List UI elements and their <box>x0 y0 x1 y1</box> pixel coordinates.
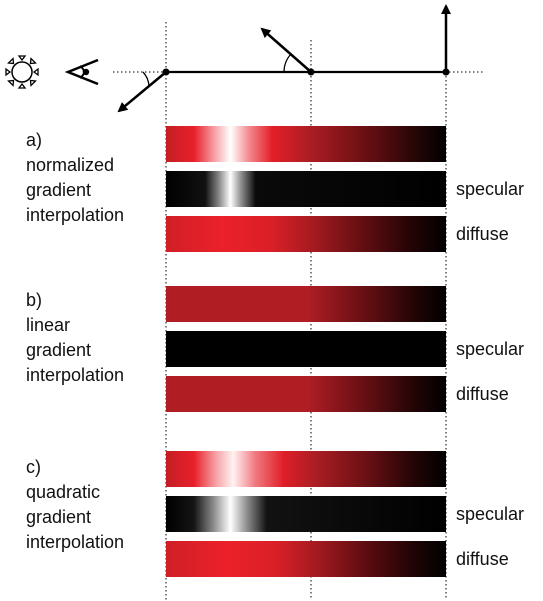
strip-a-combined <box>166 126 446 162</box>
strips-b <box>166 286 446 412</box>
normal-arrow-middle <box>260 27 312 73</box>
strip-a-diffuse <box>166 216 446 252</box>
strip-c-specular <box>166 496 446 532</box>
section-b-line-1: linear <box>26 315 71 335</box>
section-a-letter: a) <box>26 130 43 150</box>
section-b-line-3: interpolation <box>26 365 125 385</box>
section-a-line-3: interpolation <box>26 205 125 225</box>
eye-icon <box>64 58 99 86</box>
sun-icon <box>5 55 39 89</box>
section-c-line-1: quadratic <box>26 482 101 502</box>
strip-b-diffuse <box>166 376 446 412</box>
section-c-specular-label: specular <box>456 504 525 524</box>
section-c-line-3: interpolation <box>26 532 125 552</box>
section-c-letter: c) <box>26 457 41 477</box>
section-a-line-1: normalized <box>26 155 115 175</box>
strip-b-combined <box>166 286 446 322</box>
section-b-letter: b) <box>26 290 43 310</box>
strip-c-diffuse <box>166 541 446 577</box>
section-b-specular-label: specular <box>456 339 525 359</box>
normal-arrow-left <box>117 71 167 113</box>
section-a-diffuse-label: diffuse <box>456 224 509 244</box>
strip-c-combined <box>166 451 446 487</box>
strip-a-specular <box>166 171 446 207</box>
section-a-specular-label: specular <box>456 179 525 199</box>
angle-arc-middle <box>283 53 292 73</box>
section-c-diffuse-label: diffuse <box>456 549 509 569</box>
section-c-line-2: gradient <box>26 507 92 527</box>
angle-arc-left <box>142 71 150 87</box>
strip-b-specular <box>166 331 446 367</box>
strips-c <box>166 451 446 577</box>
strips-a <box>166 126 446 252</box>
section-b-diffuse-label: diffuse <box>456 384 509 404</box>
section-a-line-2: gradient <box>26 180 92 200</box>
section-b-line-2: gradient <box>26 340 92 360</box>
